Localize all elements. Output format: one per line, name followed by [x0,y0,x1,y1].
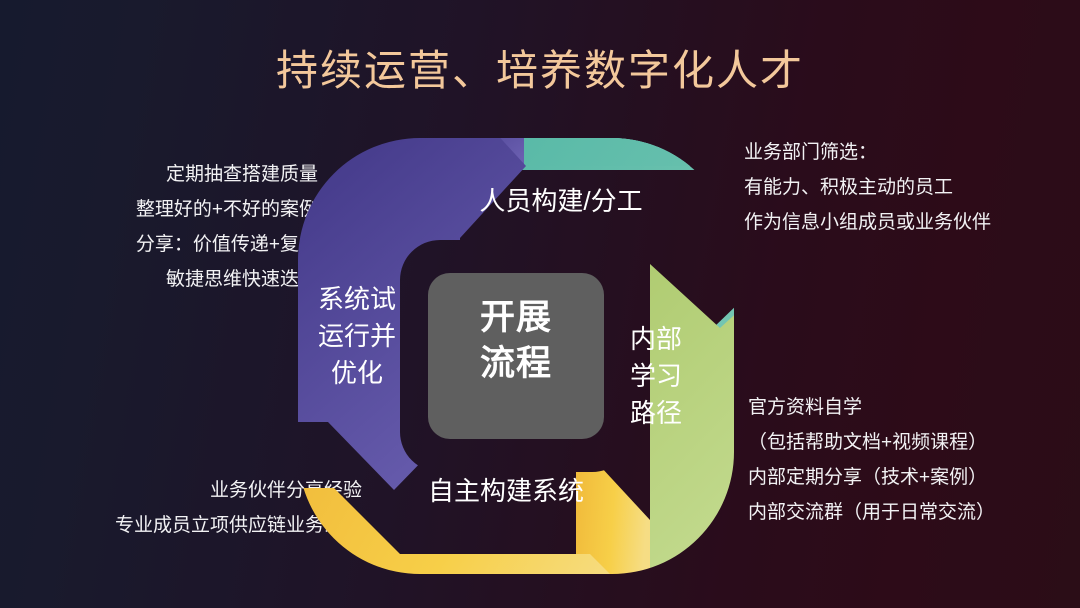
note-top-left-line-1: 定期抽查搭建质量 [165,164,318,185]
note-top-left: 定期抽查搭建质量 整理好的+不好的案例 分享：价值传递+复盘 敏捷思维快速迭代 [136,157,318,297]
note-bottom-right-line-1: 官方资料自学 [748,397,863,418]
cycle-wedge-bottom[interactable] [576,440,650,582]
cycle-wedge-bottom-main[interactable] [290,488,658,582]
note-top-left-line-3: 分享：价值传递+复盘 [135,234,318,255]
note-top-left-line-2: 整理好的+不好的案例 [135,199,318,220]
note-bottom-left-line-2: 专业成员立项供应链业务系统 [114,515,362,536]
note-bottom-right-line-2: （包括帮助文档+视频课程） [748,432,988,453]
note-bottom-right: 官方资料自学 （包括帮助文档+视频课程） 内部定期分享（技术+案例） 内部交流群… [748,390,995,530]
note-top-right-line-2: 有能力、积极主动的员工 [744,177,954,198]
note-bottom-right-line-4: 内部交流群（用于日常交流） [748,502,996,523]
page-title: 持续运营、培养数字化人才 [275,47,804,94]
note-top-right-line-3: 作为信息小组成员或业务伙伴 [744,212,992,233]
note-top-right-line-1: 业务部门筛选： [744,142,878,163]
cycle-center-box[interactable] [428,273,604,439]
note-top-left-line-4: 敏捷思维快速迭代 [165,269,318,290]
cycle-wedge-right[interactable] [650,264,742,582]
note-top-right: 业务部门筛选： 有能力、积极主动的员工 作为信息小组成员或业务伙伴 [744,135,991,240]
cycle-diagram-svg [290,138,742,582]
note-bottom-right-line-3: 内部定期分享（技术+案例） [748,467,988,488]
cycle-diagram: 人员构建/分工 内部 学习 路径 自主构建系统 系统试 运行并 优化 开展 流程 [290,130,742,582]
